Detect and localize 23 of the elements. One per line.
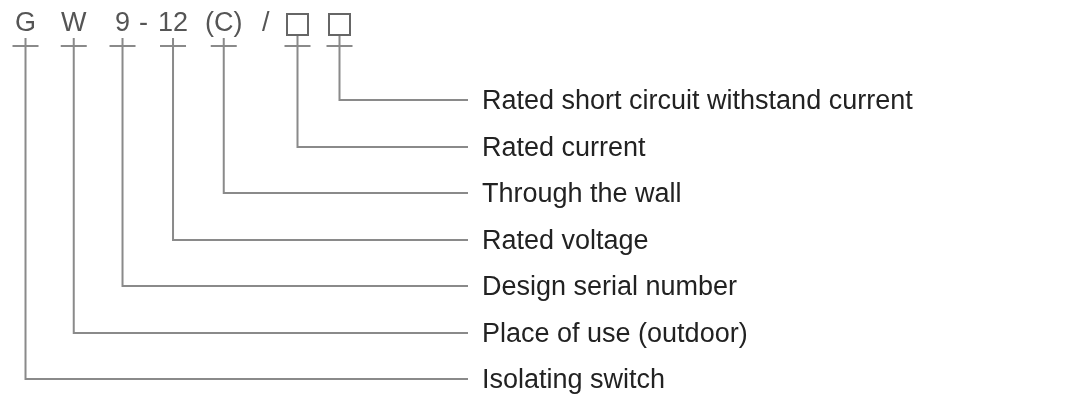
- blank-box: [328, 13, 351, 36]
- blank-box: [286, 13, 309, 36]
- leader-line: [209, 37, 469, 194]
- separator-mark: /: [262, 6, 270, 38]
- description-text: Design serial number: [482, 270, 738, 302]
- leader-line: [159, 37, 469, 241]
- separator-mark: -: [139, 6, 148, 38]
- leader-line: [108, 37, 469, 287]
- description-text: Rated short circuit withstand current: [482, 84, 913, 116]
- description-text: Rated voltage: [482, 224, 649, 256]
- description-text: Isolating switch: [482, 363, 666, 395]
- description-text: Place of use (outdoor): [482, 317, 748, 349]
- code-letter: (C): [205, 6, 243, 38]
- code-letter: 12: [158, 6, 189, 38]
- code-letter: W: [61, 6, 87, 38]
- code-letter: 9: [115, 6, 131, 38]
- leader-line: [325, 35, 469, 101]
- code-letter: G: [15, 6, 36, 38]
- description-text: Rated current: [482, 131, 646, 163]
- leader-line: [283, 35, 469, 148]
- leader-line: [59, 37, 469, 334]
- description-text: Through the wall: [482, 177, 682, 209]
- leader-line: [11, 37, 469, 380]
